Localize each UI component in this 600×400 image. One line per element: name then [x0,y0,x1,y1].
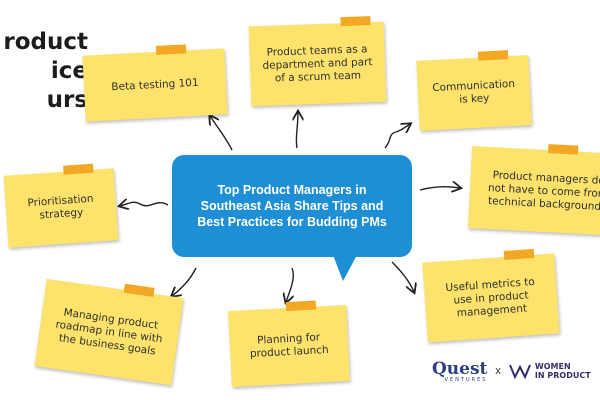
tape [155,44,187,55]
tape [340,16,371,27]
note-roadmap: Managing product roadmap in line with th… [34,278,184,386]
tape [63,163,94,175]
note-communication: Communication is key [416,50,532,131]
title-line-2: ice [50,58,88,84]
women-in-product-logo: WOMEN IN PRODUCT [508,362,591,380]
note-product-launch: Planning for product launch [228,300,350,388]
title-line-3: urs [46,87,88,113]
tape [285,300,317,312]
arrow-to-prioritisation [120,202,169,206]
page-title: roduct ice urs [0,28,88,115]
note-prioritisation-label: Prioritisation strategy [27,192,94,222]
center-bubble: Top Product Managers in Southeast Asia S… [172,155,412,257]
tape [547,144,579,155]
note-beta-testing: Beta testing 101 [82,44,228,122]
arrow-to-communication [384,124,410,149]
note-beta-label: Beta testing 101 [111,76,199,93]
note-prioritisation: Prioritisation strategy [3,163,119,248]
note-scrum-label: Product teams as a department and part o… [262,42,373,84]
arrow-to-technical [419,187,460,190]
arrow-to-launch [286,267,295,302]
title-line-1: roduct [3,29,88,55]
tape [477,50,509,61]
note-metrics-label: Useful metrics to use in product managem… [445,275,536,319]
logo-separator: x [495,365,501,377]
note-launch-label: Planning for product launch [249,331,329,361]
wip-mark-icon [508,364,531,379]
partner-logos: Quest VENTURES x WOMEN IN PRODUCT x [432,356,600,386]
note-scrum-team: Product teams as a department and part o… [248,16,387,107]
tape [503,248,535,260]
note-technical-backgrounds: Product managers do not have to come fro… [467,144,600,236]
arrow-to-roadmap [172,267,197,296]
bubble-tail [333,255,357,281]
arrow-to-scrum [296,112,298,149]
arrow-to-beta [210,116,233,151]
note-metrics: Useful metrics to use in product managem… [422,248,560,343]
arrow-to-metrics [391,261,414,292]
quest-ventures-logo: Quest VENTURES [432,359,488,383]
note-communication-label: Communication is key [432,77,516,106]
center-title: Top Product Managers in Southeast Asia S… [197,183,387,229]
note-technical-label: Product managers do not have to come fro… [487,168,600,213]
note-roadmap-label: Managing product roadmap in line with th… [54,306,164,358]
